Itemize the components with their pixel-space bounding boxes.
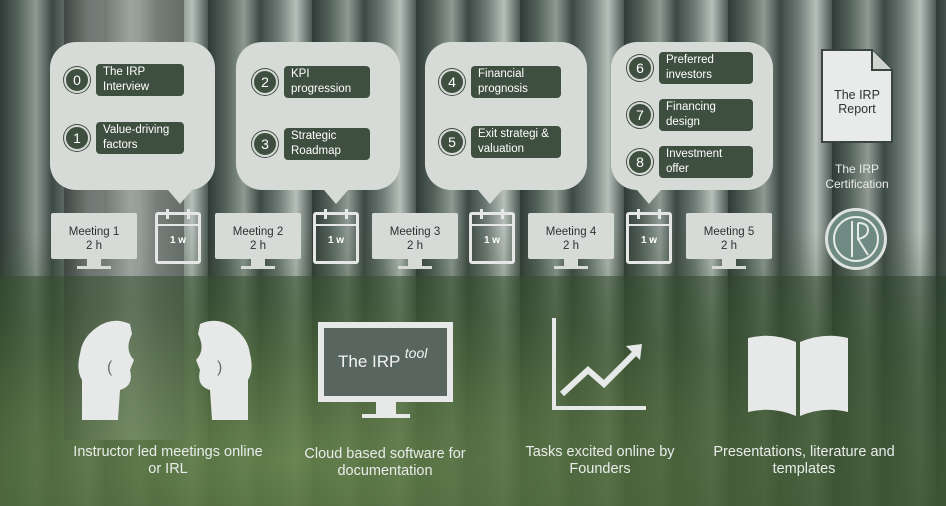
step-label: Value-driving factors (96, 122, 184, 154)
step-2: 2 KPI progression (252, 66, 370, 98)
step-number: 8 (627, 149, 653, 175)
phase-bubble-1: 0 The IRP Interview 1 Value-driving fact… (50, 42, 215, 204)
meeting-3-monitor: Meeting 3 2 h (372, 213, 458, 269)
caption-tasks: Tasks excited online by Founders (525, 444, 675, 477)
meeting-4-monitor: Meeting 4 2 h (528, 213, 614, 269)
step-0: 0 The IRP Interview (64, 64, 184, 96)
caption-presentations: Presentations, literature and templates (713, 444, 895, 477)
step-number: 3 (252, 131, 278, 157)
meeting-1-monitor: Meeting 1 2 h (51, 213, 137, 269)
meeting-title: Meeting 1 (68, 226, 120, 238)
interval-label: 1 w (169, 235, 187, 246)
meeting-duration: 2 h (721, 240, 737, 252)
step-number: 5 (439, 129, 465, 155)
report-title: The IRP Report (834, 88, 880, 116)
step-number: 1 (64, 125, 90, 151)
meeting-5-monitor: Meeting 5 2 h (686, 213, 772, 269)
meeting-title: Meeting 4 (545, 226, 597, 238)
svg-text:(: ( (107, 359, 113, 376)
interval-label: 1 w (327, 235, 345, 246)
phase-bubble-3: 4 Financial prognosis 5 Exit strategi & … (425, 42, 587, 204)
tool-suffix: tool (404, 345, 428, 361)
irp-report-document-icon: The IRP Report (820, 48, 894, 144)
step-number: 4 (439, 69, 465, 95)
irp-certification-seal-icon (825, 208, 887, 270)
step-8: 8 Investment offer (627, 146, 753, 178)
phase-bubble-2: 2 KPI progression 3 Strategic Roadmap (236, 42, 400, 204)
step-number: 7 (627, 102, 653, 128)
step-number: 0 (64, 67, 90, 93)
two-heads-meeting-icon: ( ) (78, 320, 252, 420)
step-label: The IRP Interview (96, 64, 184, 96)
svg-text:): ) (217, 359, 222, 376)
week-calendar-icon: 1 w (626, 209, 672, 264)
step-number: 6 (627, 55, 653, 81)
step-label: Preferred investors (659, 52, 753, 84)
step-5: 5 Exit strategi & valuation (439, 126, 561, 158)
meeting-duration: 2 h (563, 240, 579, 252)
meeting-2-monitor: Meeting 2 2 h (215, 213, 301, 269)
open-book-icon (748, 335, 848, 416)
meeting-duration: 2 h (86, 240, 102, 252)
step-4: 4 Financial prognosis (439, 66, 561, 98)
meeting-title: Meeting 5 (703, 226, 755, 238)
tool-name: The IRP (338, 352, 401, 371)
step-label: KPI progression (284, 66, 370, 98)
phase-bubble-4: 6 Preferred investors 7 Financing design… (611, 42, 773, 204)
growth-chart-icon (552, 318, 646, 410)
meeting-title: Meeting 2 (232, 226, 284, 238)
step-label: Financial prognosis (471, 66, 561, 98)
meeting-duration: 2 h (407, 240, 423, 252)
step-label: Strategic Roadmap (284, 128, 370, 160)
step-7: 7 Financing design (627, 99, 753, 131)
step-label: Financing design (659, 99, 753, 131)
week-calendar-icon: 1 w (313, 209, 359, 264)
step-label: Exit strategi & valuation (471, 126, 561, 158)
interval-label: 1 w (483, 235, 501, 246)
week-calendar-icon: 1 w (469, 209, 515, 264)
step-6: 6 Preferred investors (627, 52, 753, 84)
week-calendar-icon: 1 w (155, 209, 201, 264)
step-3: 3 Strategic Roadmap (252, 128, 370, 160)
irp-tool-monitor-icon: The IRP tool (318, 322, 453, 422)
caption-cloud-software: Cloud based software for documentation (304, 446, 466, 479)
step-number: 2 (252, 69, 278, 95)
step-label: Investment offer (659, 146, 753, 178)
caption-instructor: Instructor led meetings online or IRL (73, 444, 263, 477)
interval-label: 1 w (640, 235, 658, 246)
step-1: 1 Value-driving factors (64, 122, 184, 154)
meeting-title: Meeting 3 (389, 226, 441, 238)
meeting-duration: 2 h (250, 240, 266, 252)
certification-label: The IRP Certification (825, 162, 889, 191)
